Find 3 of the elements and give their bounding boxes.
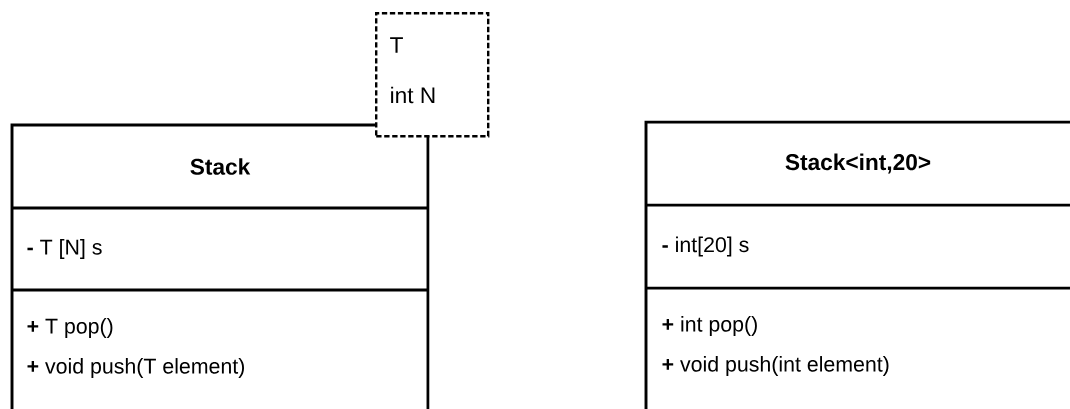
template-parameter-box: T int N <box>375 12 490 138</box>
class-box: Stack - T [N] s + T pop() + void push(T element) <box>10 123 430 409</box>
class-box: Stack<int,20> - int[20] s + int pop() + void push(int element) <box>644 120 1070 409</box>
